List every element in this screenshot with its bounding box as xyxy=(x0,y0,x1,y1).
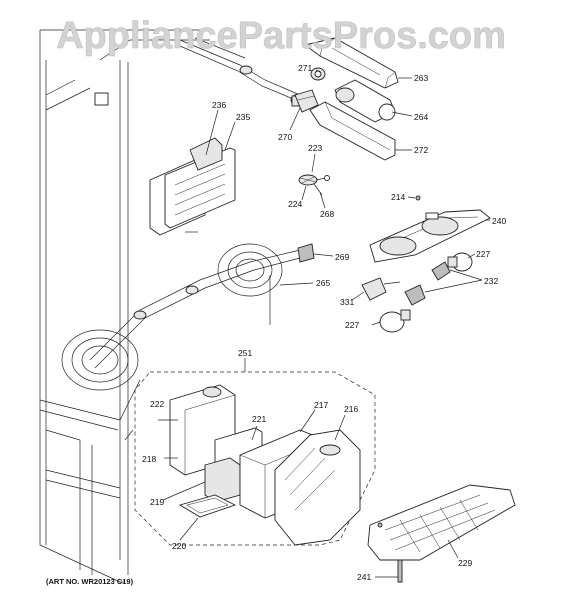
callout-218: 218 xyxy=(142,454,156,464)
callout-216: 216 xyxy=(344,404,358,414)
callout-221: 221 xyxy=(252,414,266,424)
screw-241[interactable] xyxy=(397,559,403,583)
bracket-236-235[interactable] xyxy=(149,137,236,236)
assembly-251-outline xyxy=(134,371,376,546)
light-lens-264[interactable] xyxy=(334,79,396,123)
cover-216[interactable] xyxy=(274,429,361,546)
light-bulb-227-upper[interactable] xyxy=(447,252,473,272)
callout-241: 241 xyxy=(357,572,371,582)
callout-leaders xyxy=(162,69,490,578)
callout-268: 268 xyxy=(320,209,334,219)
callout-223: 223 xyxy=(308,143,322,153)
art-number: (ART NO. WR20123 C19) xyxy=(46,577,134,586)
callout-265: 265 xyxy=(316,278,330,288)
light-cover-272[interactable] xyxy=(309,101,396,161)
bulb-socket-271[interactable] xyxy=(310,67,326,81)
light-cover-263[interactable] xyxy=(303,37,399,89)
callout-232: 232 xyxy=(484,276,498,286)
pad-220[interactable] xyxy=(178,494,237,518)
watermark-text: AppliancePartsPros.com xyxy=(56,15,506,57)
socket-232-lower[interactable] xyxy=(404,284,426,306)
callout-227-upper: 227 xyxy=(476,249,490,259)
callout-222: 222 xyxy=(150,399,164,409)
callout-270: 270 xyxy=(278,132,292,142)
callout-227-lower: 227 xyxy=(345,320,359,330)
callout-235: 235 xyxy=(236,112,250,122)
callout-236: 236 xyxy=(212,100,226,110)
callout-264: 264 xyxy=(414,112,428,122)
thermistor-223-224[interactable] xyxy=(298,174,330,196)
callout-224: 224 xyxy=(288,199,302,209)
heater-wire-265[interactable] xyxy=(61,243,315,391)
callout-220: 220 xyxy=(172,541,186,551)
callout-271: 271 xyxy=(298,63,312,73)
screw-214[interactable] xyxy=(415,195,421,201)
callout-229: 229 xyxy=(458,558,472,568)
tray-229[interactable] xyxy=(367,484,516,561)
callout-263: 263 xyxy=(414,73,428,83)
callout-219: 219 xyxy=(150,497,164,507)
wire-connector-331[interactable] xyxy=(361,277,401,301)
callout-331: 331 xyxy=(340,297,354,307)
callout-214: 214 xyxy=(391,192,405,202)
callout-240: 240 xyxy=(492,216,506,226)
socket-232-upper[interactable] xyxy=(431,261,451,281)
gasket-219[interactable] xyxy=(204,457,241,503)
callout-251: 251 xyxy=(238,348,252,358)
light-bulb-227-lower[interactable] xyxy=(379,309,411,333)
cabinet-wall xyxy=(39,29,210,583)
callout-269: 269 xyxy=(335,252,349,262)
socket-270[interactable] xyxy=(294,89,319,113)
callout-labels: 263 271 264 270 272 236 235 223 224 268 … xyxy=(142,63,506,582)
light-housing-240[interactable] xyxy=(369,209,491,263)
callout-217: 217 xyxy=(314,400,328,410)
callout-272: 272 xyxy=(414,145,428,155)
